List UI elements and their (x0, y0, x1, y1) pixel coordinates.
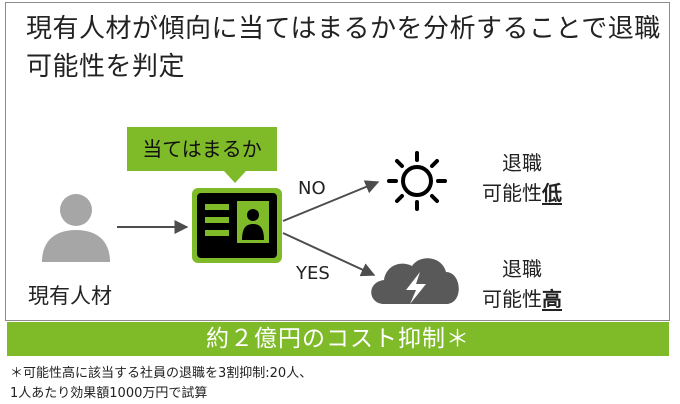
result-low: 退職 可能性低 (462, 148, 582, 208)
result-high: 退職 可能性高 (462, 254, 582, 314)
result-high-line2: 可能性高 (482, 287, 562, 311)
cost-reduction-banner: 約２億円のコスト抑制＊ (7, 322, 669, 356)
result-low-emphasis: 低 (542, 181, 562, 205)
arrow-no-branch (282, 180, 380, 222)
no-branch-label: NO (298, 178, 326, 199)
arrow-yes-branch (282, 232, 376, 277)
id-card-icon (192, 188, 282, 263)
result-high-emphasis: 高 (542, 287, 562, 311)
diagram-frame (5, 2, 670, 321)
result-low-line2: 可能性低 (482, 181, 562, 205)
person-icon (42, 194, 110, 262)
footnote-line-1: ＊可能性高に該当する社員の退職を3割抑制:20人、 (10, 366, 313, 381)
headline: 現有人材が傾向に当てはまるかを分析することで退職可能性を判定 (26, 14, 661, 82)
result-high-line1: 退職 (502, 257, 542, 281)
result-low-line1: 退職 (502, 151, 542, 175)
sun-icon (387, 151, 447, 211)
callout-pointer (224, 171, 246, 183)
yes-branch-label: YES (296, 263, 330, 284)
storm-cloud-icon (371, 258, 459, 304)
footnote-line-2: 1人あたり効果額1000万円で試算 (10, 386, 208, 401)
person-label: 現有人材 (28, 284, 112, 308)
criteria-callout: 当てはまるか (127, 127, 277, 171)
